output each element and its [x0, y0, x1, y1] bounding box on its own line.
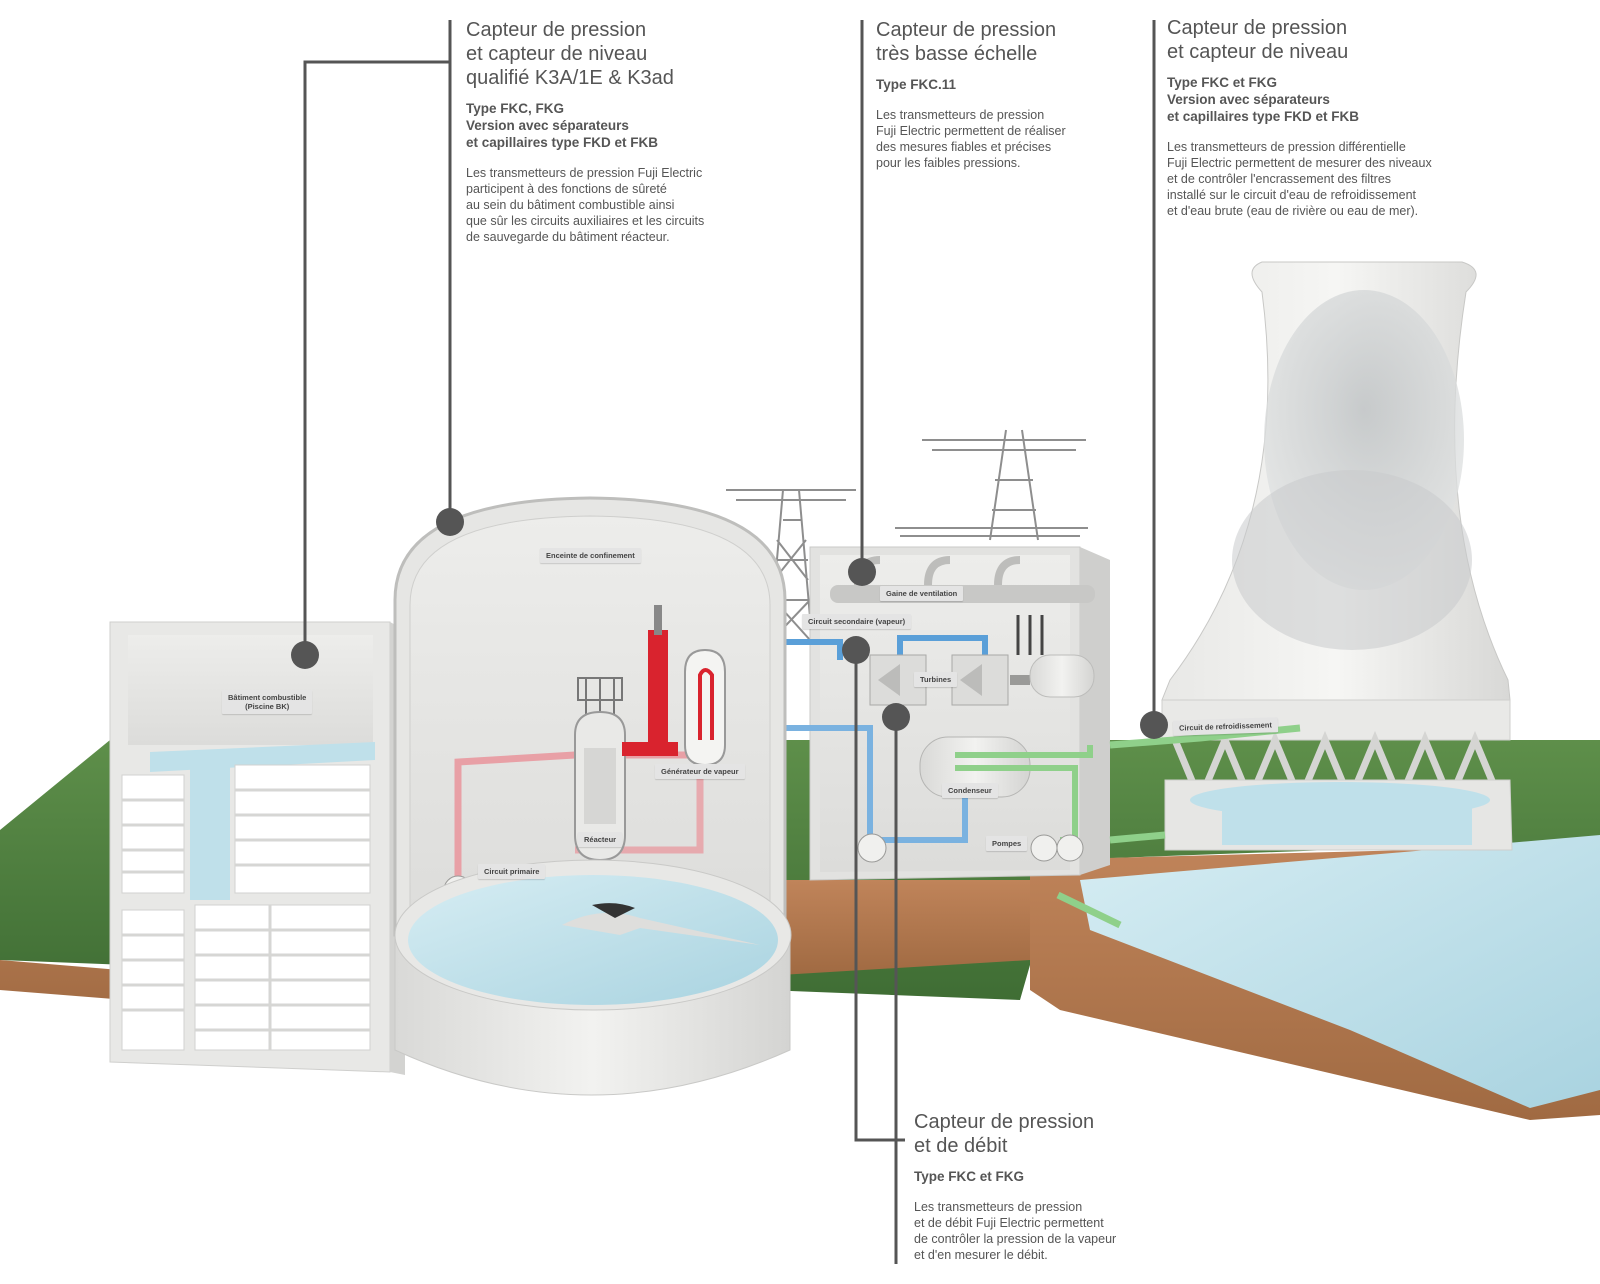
title-line: et capteur de niveau: [1167, 41, 1349, 63]
callout-fuel-building: Capteur de pression et capteur de niveau…: [466, 18, 766, 245]
desc-line: de sauvegarde du bâtiment réacteur.: [466, 230, 670, 244]
desc-line: Fuji Electric permettent de mesurer des …: [1167, 156, 1432, 170]
desc-line: installé sur le circuit d'eau de refroid…: [1167, 188, 1417, 202]
tag-batiment-combustible: Bâtiment combustible (Piscine BK): [222, 690, 313, 714]
marker-dot: [842, 636, 870, 664]
tag-turbines: Turbines: [914, 672, 958, 687]
desc-line: pour les faibles pressions.: [876, 156, 1021, 170]
desc-line: Les transmetteurs de pression Fuji Elect…: [466, 166, 703, 180]
type-line: Version avec séparateurs: [1167, 92, 1330, 107]
callout-steam-flow: Capteur de pression et de débit Type FKC…: [914, 1110, 1214, 1263]
tag-generateur: Générateur de vapeur: [655, 764, 745, 779]
tag-gaine: Gaine de ventilation: [880, 586, 964, 601]
desc-line: et de contrôler l'encrassement des filtr…: [1167, 172, 1392, 186]
title-line: et capteur de niveau: [466, 43, 648, 65]
callout-title: Capteur de pression et de débit: [914, 1110, 1214, 1158]
marker-dot: [882, 703, 910, 731]
callout-low-pressure: Capteur de pression très basse échelle T…: [876, 18, 1136, 171]
callout-type: Type FKC et FKG: [914, 1168, 1214, 1185]
callout-description: Les transmetteurs de pression différenti…: [1167, 139, 1487, 219]
title-line: Capteur de pression: [1167, 17, 1348, 39]
title-line: Capteur de pression: [466, 19, 647, 41]
callout-description: Les transmetteurs de pression Fuji Elect…: [876, 107, 1136, 171]
desc-line: et d'en mesurer le débit.: [914, 1248, 1048, 1262]
leader-line-4: [854, 650, 905, 1264]
desc-line: Les transmetteurs de pression différenti…: [1167, 140, 1406, 154]
marker-dot: [291, 641, 319, 669]
type-line: Type FKC, FKG: [466, 101, 565, 116]
marker-dot: [436, 508, 464, 536]
type-line: et capillaires type FKD et FKB: [466, 135, 659, 150]
callout-title: Capteur de pression très basse échelle: [876, 18, 1136, 66]
callout-description: Les transmetteurs de pression et de débi…: [914, 1199, 1214, 1263]
callout-title: Capteur de pression et capteur de niveau: [1167, 16, 1487, 64]
title-line: Capteur de pression: [876, 19, 1057, 41]
desc-line: des mesures fiables et précises: [876, 140, 1052, 154]
desc-line: Les transmetteurs de pression: [914, 1200, 1083, 1214]
tag-line: Bâtiment combustible: [228, 693, 307, 702]
desc-line: et d'eau brute (eau de rivière ou eau de…: [1167, 204, 1419, 218]
reactor-building: [393, 496, 787, 937]
callout-cooling-circuit: Capteur de pression et capteur de niveau…: [1167, 16, 1487, 219]
type-line: Type FKC et FKG: [914, 1169, 1025, 1184]
type-line: et capillaires type FKD et FKB: [1167, 109, 1360, 124]
desc-line: et de débit Fuji Electric permettent: [914, 1216, 1104, 1230]
callout-type: Type FKC et FKG Version avec séparateurs…: [1167, 74, 1487, 125]
leader-line-1: [303, 20, 452, 655]
callout-description: Les transmetteurs de pression Fuji Elect…: [466, 165, 766, 245]
callout-title: Capteur de pression et capteur de niveau…: [466, 18, 766, 90]
tag-condenseur: Condenseur: [942, 783, 998, 798]
title-line: très basse échelle: [876, 43, 1038, 65]
tag-circuit-primaire: Circuit primaire: [478, 864, 546, 879]
tag-circuit-secondaire: Circuit secondaire (vapeur): [802, 614, 912, 629]
type-line: Type FKC.11: [876, 77, 957, 92]
desc-line: que sûr les circuits auxiliaires et les …: [466, 214, 705, 228]
title-line: et de débit: [914, 1135, 1008, 1157]
marker-dot: [1140, 711, 1168, 739]
tag-enceinte: Enceinte de confinement: [540, 548, 641, 563]
tag-reacteur: Réacteur: [578, 832, 623, 847]
title-line: Capteur de pression: [914, 1111, 1095, 1133]
desc-line: Fuji Electric permettent de réaliser: [876, 124, 1066, 138]
desc-line: participent à des fonctions de sûreté: [466, 182, 667, 196]
callout-type: Type FKC.11: [876, 76, 1136, 93]
callout-type: Type FKC, FKG Version avec séparateurs e…: [466, 100, 766, 151]
type-line: Type FKC et FKG: [1167, 75, 1278, 90]
type-line: Version avec séparateurs: [466, 118, 629, 133]
desc-line: de contrôler la pression de la vapeur: [914, 1232, 1117, 1246]
tag-pompes: Pompes: [986, 836, 1028, 851]
desc-line: au sein du bâtiment combustible ainsi: [466, 198, 675, 212]
title-line: qualifié K3A/1E & K3ad: [466, 67, 674, 89]
reactor-pool: [394, 859, 792, 1096]
desc-line: Les transmetteurs de pression: [876, 108, 1045, 122]
marker-dot: [848, 558, 876, 586]
tag-line: (Piscine BK): [245, 702, 290, 711]
